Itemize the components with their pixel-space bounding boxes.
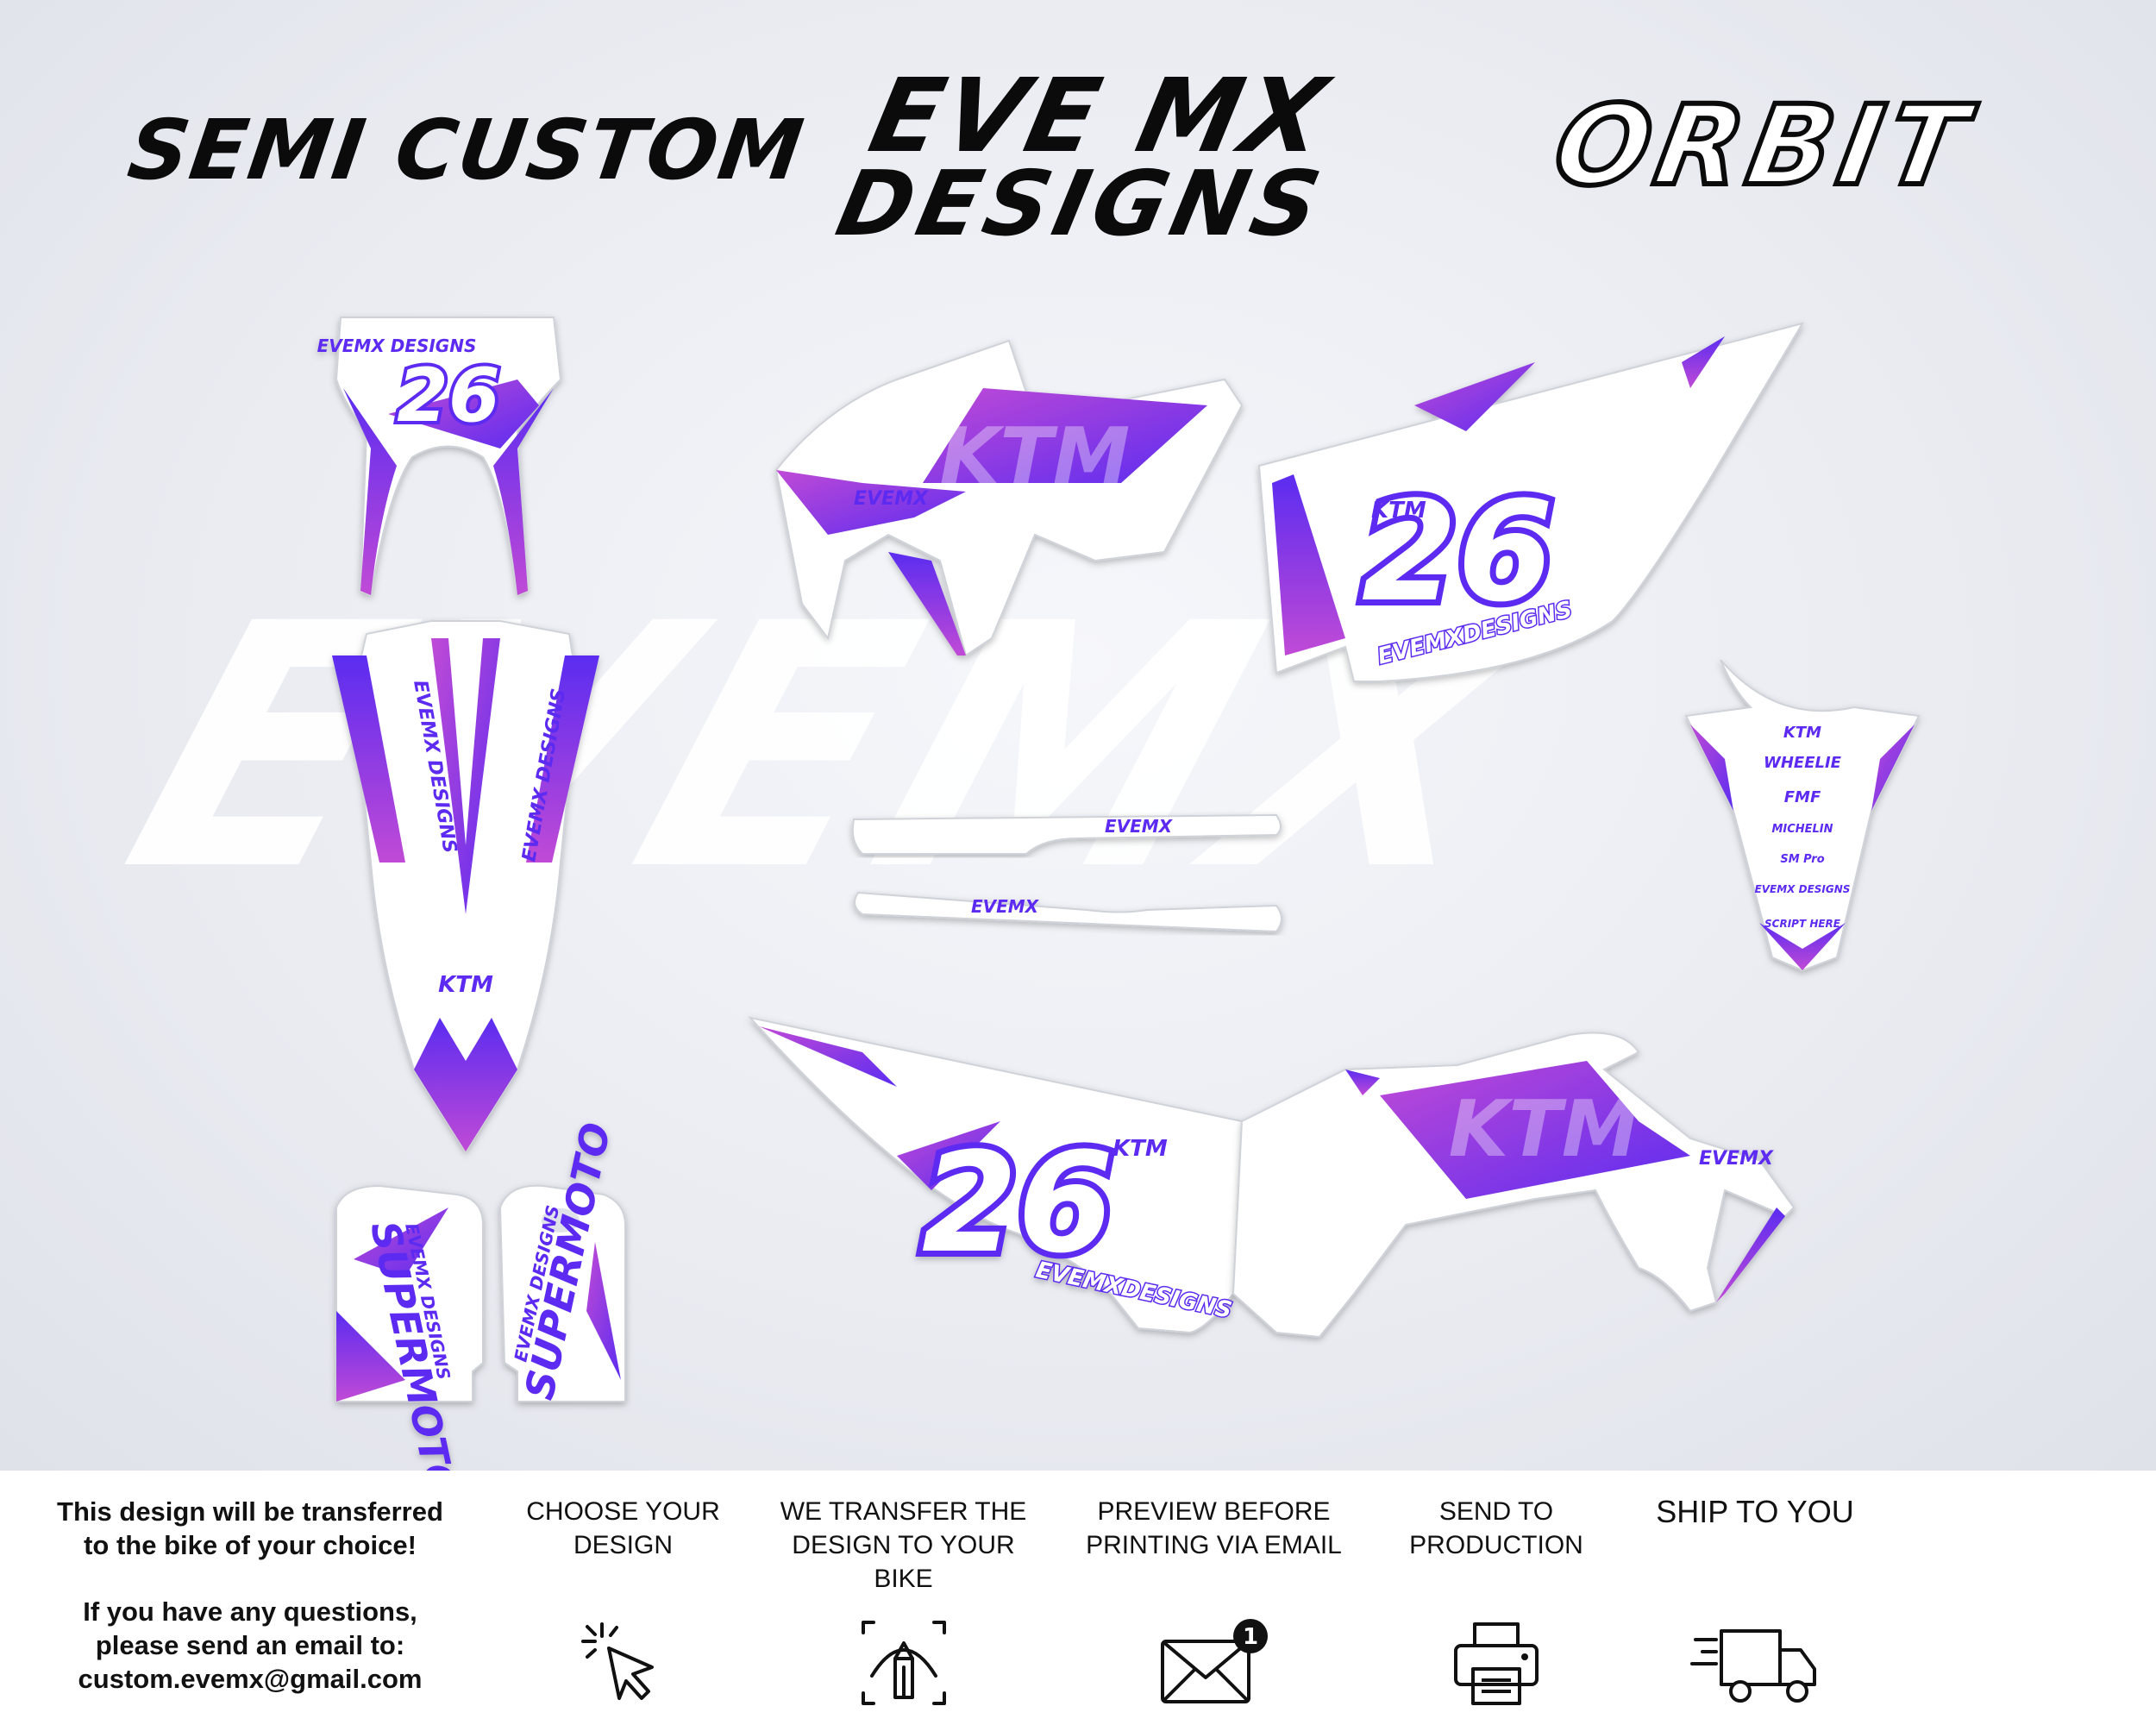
step-choose-design: CHOOSE YOUR DESIGN [509,1495,737,1700]
design-pen-icon [861,1621,946,1705]
info-line-3: If you have any questions, [83,1596,417,1627]
headlight-plate: 26 EVEMX DESIGNS [317,317,562,597]
info-line-4: please send an email to: [95,1630,405,1660]
process-info-bar: This design will be transferred to the b… [0,1471,2156,1725]
left-side-panel-number: 26 [922,1122,1114,1283]
right-side-panel-number: 26 [1362,471,1554,632]
email-notification-icon: 1 [1160,1619,1268,1703]
step-send-production: SEND TO PRODUCTION [1406,1495,1587,1705]
left-shroud: KTM EVEMX [1232,1032,1796,1339]
sponsor-4: MICHELIN [1771,823,1833,836]
sponsor-5: SM Pro [1780,853,1824,866]
contact-email[interactable]: custom.evemx@gmail.com [78,1664,423,1694]
step-ship-to-you: SHIP TO YOU [1643,1494,1867,1703]
swingarm-top-text: EVEMX [1105,816,1174,837]
printer-icon [1454,1622,1539,1705]
right-shroud-brand: KTM [940,411,1131,502]
graphics-kit: 26 EVEMX DESIGNS EVEMX DESIGNS EVEMX DES… [317,317,1921,1471]
fork-guard-right: SUPERMOTO EVEMX DESIGNS [498,1119,626,1403]
front-fender-brand: KTM [438,972,493,998]
left-shroud-text: EVEMX [1699,1148,1774,1170]
right-shroud: KTM EVEMX [774,339,1244,657]
info-text-block: This design will be transferred to the b… [34,1495,466,1696]
left-side-panel-brand: KTM [1112,1136,1168,1162]
sponsor-3: FMF [1784,788,1821,806]
step-label: SHIP TO YOU [1656,1494,1854,1529]
step-label: CHOOSE YOUR DESIGN [526,1497,720,1559]
sponsor-7: SCRIPT HERE [1764,918,1841,930]
sponsor-2: WHEELIE [1764,754,1842,772]
right-side-panel: 26 KTM EVEMXDESIGNS [1257,322,1805,682]
headlight-number: 26 [397,353,500,439]
sponsor-6: EVEMX DESIGNS [1755,883,1851,895]
headlight-logo: EVEMX DESIGNS [317,336,477,356]
left-shroud-brand: KTM [1449,1084,1639,1175]
swingarm-sticker-top: EVEMX [851,813,1282,855]
step-label: SEND TO PRODUCTION [1409,1497,1583,1559]
product-showcase: EVEMX SEMI CUSTOM EVE MX DESIGNS ORBIT [0,0,2156,1471]
cursor-click-icon [580,1622,654,1700]
right-shroud-text: EVEMX [854,488,929,510]
info-line-1: This design will be transferred [57,1496,443,1527]
notification-badge: 1 [1242,1624,1257,1650]
swingarm-bottom-text: EVEMX [971,896,1040,917]
step-label: WE TRANSFER THE DESIGN TO YOUR BIKE [780,1497,1027,1593]
left-side-panel: 26 KTM EVEMXDESIGNS [748,1016,1244,1334]
sponsor-1: KTM [1783,724,1821,742]
swingarm-sticker-bottom: EVEMX [854,891,1282,933]
right-side-panel-brand: KTM [1371,498,1426,524]
front-fender: EVEMX DESIGNS EVEMX DESIGNS KTM [332,620,599,1153]
step-transfer-design: WE TRANSFER THE DESIGN TO YOUR BIKE [776,1495,1031,1705]
fork-guard-left: SUPERMOTO EVEMX DESIGNS [335,1184,484,1471]
step-label: PREVIEW BEFORE PRINTING VIA EMAIL [1086,1497,1342,1559]
step-preview-email: PREVIEW BEFORE PRINTING VIA EMAIL 1 [1082,1495,1345,1703]
rear-fender: KTM WHEELIE FMF MICHELIN SM Pro EVEMX DE… [1684,659,1921,972]
delivery-truck-icon [1690,1629,1816,1703]
rear-fender-sponsors: KTM WHEELIE FMF MICHELIN SM Pro EVEMX DE… [1755,724,1851,930]
info-line-2: to the bike of your choice! [84,1530,417,1560]
